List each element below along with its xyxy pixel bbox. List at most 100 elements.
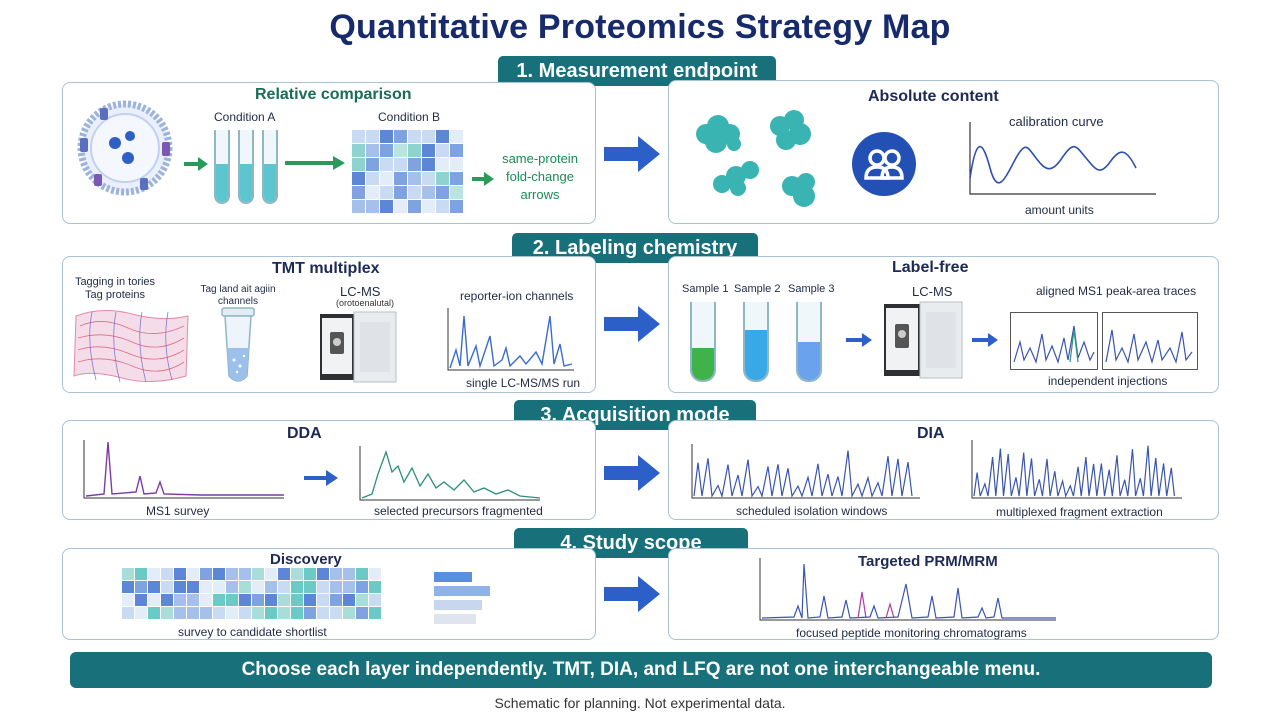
panel-dda	[62, 420, 596, 520]
heatmap-cell	[422, 186, 435, 199]
heatmap-cell	[366, 200, 379, 213]
heatmap-cell	[200, 607, 212, 619]
heatmap-cell	[343, 594, 355, 606]
heatmap-cell	[252, 594, 264, 606]
heatmap-cell	[352, 158, 365, 171]
ms1-survey-label: MS1 survey	[146, 504, 210, 518]
test-tube-icon	[238, 130, 254, 204]
heatmap-cell	[239, 594, 251, 606]
heatmap-cell	[239, 568, 251, 580]
heatmap-cell	[174, 581, 186, 593]
heatmap-cell	[265, 607, 277, 619]
heatmap-cell	[252, 607, 264, 619]
heatmap-cell	[352, 130, 365, 143]
small-arrow-icon	[972, 333, 998, 347]
heatmap-cell	[187, 568, 199, 580]
heatmap-cell	[317, 594, 329, 606]
lcms-label-2: LC-MS	[912, 284, 953, 299]
green-arrow-icon	[285, 156, 345, 170]
survey-shortlist-label: survey to candidate shortlist	[178, 625, 327, 639]
heatmap-cell	[450, 130, 463, 143]
multiplexed-extraction-label: multiplexed fragment extraction	[996, 505, 1163, 519]
heatmap-cell	[380, 144, 393, 157]
single-run-label: single LC-MS/MS run	[466, 376, 581, 390]
heatmap-cell	[317, 581, 329, 593]
focused-monitoring-label: focused peptide monitoring chromatograms	[796, 626, 1027, 640]
heatmap-cell	[436, 172, 449, 185]
heatmap-cell	[226, 568, 238, 580]
heatmap-cell	[422, 144, 435, 157]
heatmap-cell	[366, 144, 379, 157]
heatmap-icon	[122, 568, 384, 620]
heatmap-cell	[213, 594, 225, 606]
small-arrow-icon	[304, 470, 338, 486]
heatmap-cell	[436, 130, 449, 143]
heatmap-cell	[291, 581, 303, 593]
heatmap-cell	[226, 594, 238, 606]
heatmap-cell	[380, 200, 393, 213]
heatmap-cell	[135, 581, 147, 593]
heatmap-cell	[380, 130, 393, 143]
heatmap-cell	[380, 186, 393, 199]
heatmap-cell	[265, 568, 277, 580]
heatmap-cell	[408, 200, 421, 213]
heatmap-cell	[122, 607, 134, 619]
lcms-sublabel: (orotoenalutal)	[336, 298, 395, 308]
heatmap-cell	[291, 594, 303, 606]
heatmap-cell	[352, 186, 365, 199]
heatmap-cell	[213, 568, 225, 580]
panel-absolute-content	[668, 80, 1219, 224]
heatmap-cell	[369, 607, 381, 619]
heatmap-cell	[291, 607, 303, 619]
tagging-label: Tagging in tories Tag proteins	[74, 276, 156, 301]
reporter-ion-label: reporter-ion channels	[460, 289, 574, 303]
caption: Schematic for planning. Not experimental…	[494, 695, 786, 711]
flow-arrow-icon	[604, 576, 660, 612]
targeted-header: Targeted PRM/MRM	[858, 553, 998, 570]
heatmap-cell	[366, 130, 379, 143]
heatmap-cell	[148, 568, 160, 580]
heatmap-cell	[380, 172, 393, 185]
heatmap-cell	[408, 158, 421, 171]
heatmap-cell	[135, 607, 147, 619]
heatmap-cell	[291, 568, 303, 580]
heatmap-cell	[422, 200, 435, 213]
heatmap-cell	[366, 186, 379, 199]
heatmap-cell	[450, 172, 463, 185]
test-tube-icon	[690, 302, 716, 382]
heatmap-cell	[450, 186, 463, 199]
heatmap-cell	[436, 200, 449, 213]
heatmap-cell	[394, 144, 407, 157]
isolation-windows-trace	[691, 444, 920, 499]
heatmap-cell	[161, 607, 173, 619]
green-arrow-icon	[472, 172, 494, 186]
heatmap-cell	[187, 607, 199, 619]
heatmap-cell	[122, 568, 134, 580]
heatmap-cell	[408, 186, 421, 199]
lcms-label: LC-MS	[340, 284, 381, 299]
discovery-header: Discovery	[270, 551, 342, 568]
heatmap-cell	[352, 144, 365, 157]
condition-a-label: Condition A	[214, 110, 276, 124]
heatmap-cell	[366, 158, 379, 171]
ms1-survey-trace	[83, 440, 284, 499]
heatmap-cell	[330, 607, 342, 619]
heatmap-cell	[161, 594, 173, 606]
heatmap-cell	[436, 158, 449, 171]
flow-arrow-icon	[604, 455, 660, 491]
heatmap-cell	[408, 172, 421, 185]
heatmap-cell	[148, 594, 160, 606]
heatmap-cell	[422, 158, 435, 171]
sample-2-label: Sample 2	[734, 283, 781, 295]
panel-dia	[668, 420, 1219, 520]
protein-blob-icon	[713, 161, 759, 196]
heatmap-cell	[330, 581, 342, 593]
heatmap-cell	[174, 594, 186, 606]
heatmap-cell	[317, 607, 329, 619]
absolute-content-header: Absolute content	[868, 88, 999, 105]
heatmap-cell	[187, 594, 199, 606]
heatmap-cell	[187, 581, 199, 593]
heatmap-cell	[343, 607, 355, 619]
heatmap-cell	[408, 144, 421, 157]
test-tube-icon	[743, 302, 769, 382]
